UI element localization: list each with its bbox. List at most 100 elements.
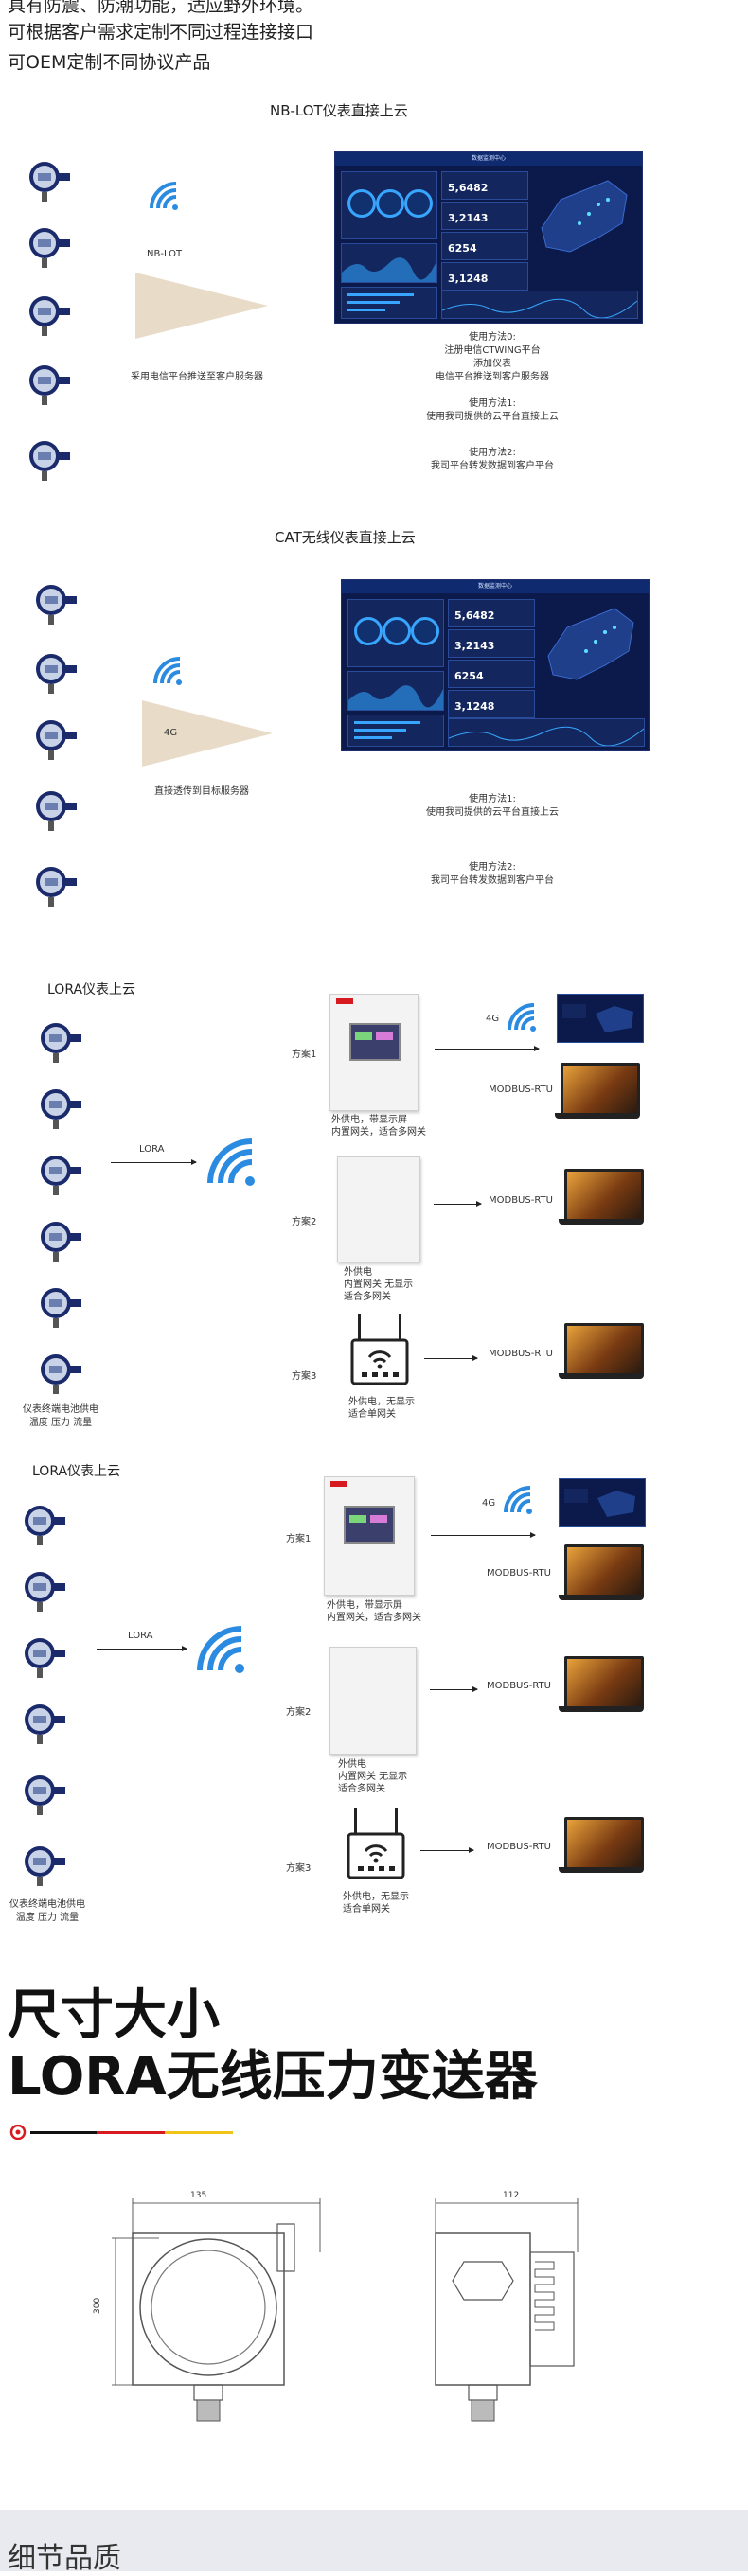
cloud-dashboard-thumbnail [557,994,644,1043]
pressure-transmitter-icon [41,1156,81,1195]
kpi-card: 5,6482 [448,599,535,627]
cat-platform-caption: 直接透传到目标服务器 [154,786,249,797]
wifi-signal-icon [197,1626,244,1673]
arrow-right-icon [431,1532,536,1538]
dashboard-header: 数据监测中心 [335,152,642,166]
router-gateway-icon [347,1808,405,1879]
cat-section-title: CAT无线仪表直接上云 [275,529,416,546]
front-view-drawing [112,2198,321,2422]
lora1-modbus-2: MODBUS-RTU [489,1195,553,1206]
laptop-base [559,1867,644,1873]
kpi-card: 3,2143 [448,629,535,658]
pressure-transmitter-icon [29,228,70,268]
pressure-transmitter-icon [25,1704,65,1744]
pressure-transmitter-icon [36,654,77,694]
kpi-card: 3,1248 [448,690,535,718]
lora1-plan3-caption: 外供电，无显示 适合单网关 [348,1397,415,1420]
intro-line-3: 可OEM定制不同协议产品 [8,52,211,73]
gateway-cabinet-with-display [324,1476,415,1596]
lora1-section-title: LORA仪表上云 [47,982,136,997]
laptop-icon [564,1817,644,1870]
pressure-transmitter-icon [29,365,70,405]
lora1-device-caption: 仪表终端电池供电 温度 压力 流量 [23,1404,98,1428]
arrow-right-icon [97,1646,187,1651]
cat-method-2: 使用方法2: 我司平台转发数据到客户平台 [431,862,554,886]
kpi-card: 5,6482 [441,171,528,200]
lora1-plan3-label: 方案3 [292,1371,317,1382]
trend-chart-panel [448,718,645,747]
arrow-right-icon [420,1847,474,1853]
intro-line-1: 具有防震、防潮功能，适应野外环境。 [8,0,314,16]
bar-list-panel [347,715,444,747]
dim-height: 300 [93,2297,102,2314]
lora1-modbus-1: MODBUS-RTU [489,1085,553,1095]
lora1-plan1-caption: 外供电，带显示屏 内置网关，适合多网关 [331,1115,426,1138]
router-gateway-icon [350,1314,409,1385]
dim-width-side: 112 [503,2191,520,2200]
lora1-4g-label: 4G [486,1014,500,1024]
pressure-transmitter-icon [41,1354,81,1394]
wifi-signal-icon [508,1003,536,1032]
cloud-dashboard-thumbnail [559,1478,646,1527]
pressure-transmitter-icon [25,1846,65,1886]
pressure-transmitter-icon [36,791,77,831]
pressure-transmitter-icon [41,1222,81,1262]
intro-line-2: 可根据客户需求定制不同过程连接接口 [8,22,314,43]
lora1-net-label: LORA [139,1144,165,1155]
pressure-transmitter-icon [41,1288,81,1328]
product-title: LORA无线压力变送器 [8,2046,538,2108]
arrow-right-icon [434,1201,482,1207]
wifi-signal-icon [153,657,182,685]
map-icon [541,180,628,253]
nb-section-title: NB-LOT仪表直接上云 [270,102,408,119]
pressure-transmitter-icon [36,720,77,760]
kpi-card: 3,1248 [441,262,528,291]
kpi-card: 6254 [441,232,528,260]
nb-net-label: NB-LOT [147,249,183,259]
pressure-transmitter-icon [29,441,70,481]
trend-chart-panel [441,291,638,319]
nb-method-0: 使用方法0: 注册电信CTWING平台 添加仪表 电信平台推送到客户服务器 [436,332,549,382]
wifi-signal-icon [150,182,178,210]
bar-list-panel [341,287,437,319]
signal-beam-shape [142,700,273,767]
map-icon [547,608,634,680]
dashboard-gauges-panel [347,599,444,667]
lora2-plan2-caption: 外供电 内置网关 无显示 适合多网关 [338,1759,408,1794]
lora2-modbus-2: MODBUS-RTU [487,1681,551,1691]
gateway-cabinet-with-display [329,994,419,1111]
lora2-plan1-label: 方案1 [286,1534,312,1544]
laptop-base [555,1113,640,1119]
cat-net-label: 4G [164,728,178,738]
side-view-drawing [435,2198,579,2422]
lora2-modbus-1: MODBUS-RTU [487,1568,551,1579]
lora1-modbus-3: MODBUS-RTU [489,1349,553,1359]
lora2-plan2-label: 方案2 [286,1707,312,1718]
lora2-modbus-3: MODBUS-RTU [487,1842,551,1852]
gateway-cabinet-no-display [329,1647,417,1755]
arrow-right-icon [111,1159,197,1165]
lora2-plan3-label: 方案3 [286,1863,312,1874]
size-title: 尺寸大小 [8,1985,220,2046]
pressure-transmitter-icon [25,1572,65,1612]
detail-quality-title: 细节品质 [8,2542,121,2575]
pressure-transmitter-icon [29,162,70,202]
lora2-plan3-caption: 外供电，无显示 适合单网关 [343,1892,409,1914]
wifi-signal-icon [207,1138,255,1186]
laptop-base [559,1373,644,1379]
laptop-base [559,1595,644,1600]
dim-width-front: 135 [190,2191,207,2200]
lora1-plan1-label: 方案1 [292,1050,317,1060]
laptop-icon [564,1169,644,1222]
pressure-transmitter-icon [25,1775,65,1815]
pressure-transmitter-icon [29,296,70,336]
kpi-card: 3,2143 [441,202,528,230]
wifi-signal-icon [504,1486,532,1514]
pressure-transmitter-icon [41,1089,81,1129]
kpi-card: 6254 [448,660,535,688]
pressure-transmitter-icon [41,1023,81,1063]
nb-platform-caption: 采用电信平台推送至客户服务器 [131,372,263,382]
laptop-icon [561,1063,640,1116]
gateway-cabinet-no-display [337,1156,420,1262]
lora2-net-label: LORA [128,1631,153,1641]
